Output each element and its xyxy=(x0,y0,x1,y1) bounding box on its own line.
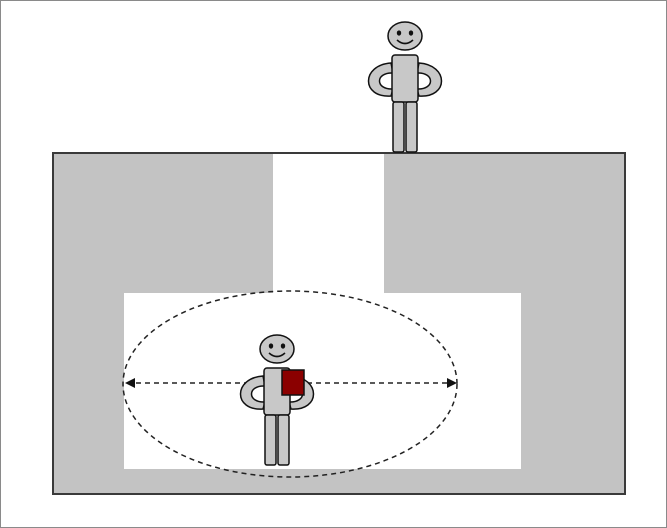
access-shaft xyxy=(273,154,384,296)
dashed-ellipse-icon xyxy=(122,290,458,478)
underground-chamber xyxy=(124,293,521,469)
stick-figure-holding-book-icon xyxy=(239,334,315,466)
stick-figure-icon xyxy=(367,21,443,153)
book-icon xyxy=(281,369,305,396)
